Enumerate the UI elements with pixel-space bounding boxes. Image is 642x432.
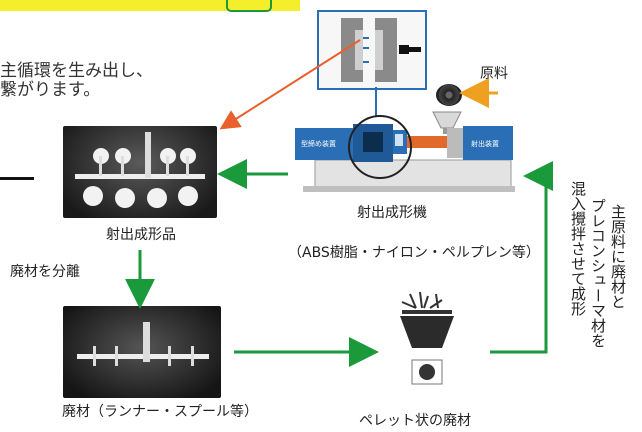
molded-product-illustration [75, 132, 205, 208]
waste-runner-illustration [77, 322, 209, 366]
intro-line-2: 繋がります。 [0, 80, 101, 100]
intro-line-1: 主循環を生み出し、 [0, 61, 153, 81]
pellet-waste-label: ペレット状の廃材 [359, 413, 471, 429]
closeup-pointer-arrow [219, 39, 361, 130]
mold-closeup [317, 10, 427, 90]
waste-runner-photo [63, 306, 221, 398]
machine-label: 射出成形機 [357, 205, 427, 221]
injection-machine-illustration [295, 111, 515, 192]
machine-panel-right-label: 射出装置 [471, 140, 499, 148]
title-banner-badge [226, 0, 272, 12]
raw-pellets-icon [436, 84, 462, 106]
intro-text: 主循環を生み出し、 繋がります。 [0, 62, 153, 100]
molded-product-label: 射出成形品 [106, 227, 176, 243]
vertical-note-1: 主原料に廃材と [609, 204, 627, 309]
pellet-waste-illustration [400, 291, 454, 385]
vertical-note-2: プレコンシューマ材を [589, 198, 607, 348]
waste-material-label: 廃材（ランナー・スプール等） [62, 404, 258, 420]
vertical-note-3: 混入攪拌させて成形 [569, 181, 587, 316]
pellet-to-machine-arrow [490, 161, 553, 354]
pellet-waste-graphic [392, 290, 462, 390]
title-banner [0, 0, 300, 11]
machine-materials-label: （ABS樹脂・ナイロン・ペルプレン等） [288, 245, 540, 261]
molded-product-photo [63, 126, 217, 218]
divider-line [0, 177, 34, 180]
injection-machine: 型締め装置 射出装置 [295, 102, 520, 194]
machine-panel-left-label: 型締め装置 [301, 140, 336, 148]
mold-closeup-illustration [341, 18, 421, 82]
mold-highlight-circle [348, 115, 412, 179]
separate-waste-label: 廃材を分離 [10, 264, 80, 280]
